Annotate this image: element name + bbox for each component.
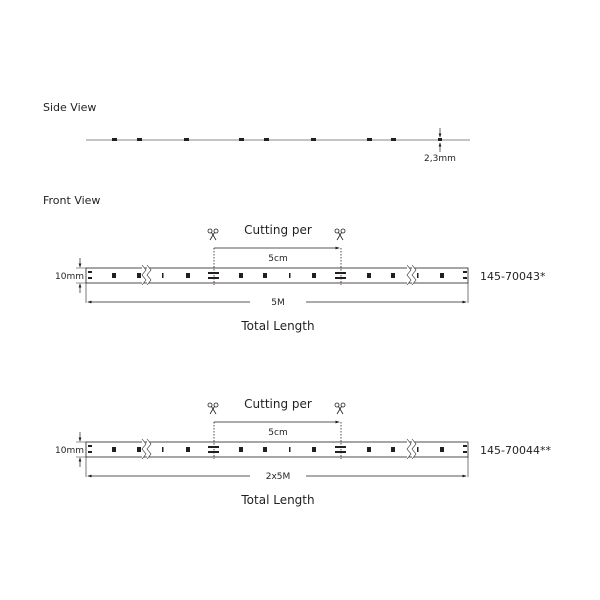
cutting-label: Cutting per xyxy=(244,397,312,411)
thickness-label: 2,3mm xyxy=(424,154,456,164)
part-number: 145-70044** xyxy=(480,444,551,457)
cut-length: 5cm xyxy=(268,428,287,438)
scissors-icon xyxy=(334,228,346,241)
cutting-label: Cutting per xyxy=(244,223,312,237)
total-length-label: Total Length xyxy=(240,319,314,333)
width-label: 10mm xyxy=(55,446,84,456)
length-label: 2x5M xyxy=(266,472,291,482)
front-strip-1: Cutting per 5cm 10mm 5M Total Length 145… xyxy=(55,223,546,333)
front-view-title: Front View xyxy=(43,194,100,207)
scissors-icon xyxy=(207,402,219,415)
side-view-strip xyxy=(86,128,470,152)
width-label: 10mm xyxy=(55,272,84,282)
scissors-icon xyxy=(334,402,346,415)
total-length-label: Total Length xyxy=(240,493,314,507)
scissors-icon xyxy=(207,228,219,241)
length-label: 5M xyxy=(271,298,285,308)
cut-length: 5cm xyxy=(268,254,287,264)
front-strip-2: Cutting per 5cm 10mm 2x5M Total Length 1… xyxy=(55,397,551,507)
part-number: 145-70043* xyxy=(480,270,546,283)
side-view-title: Side View xyxy=(43,101,96,114)
